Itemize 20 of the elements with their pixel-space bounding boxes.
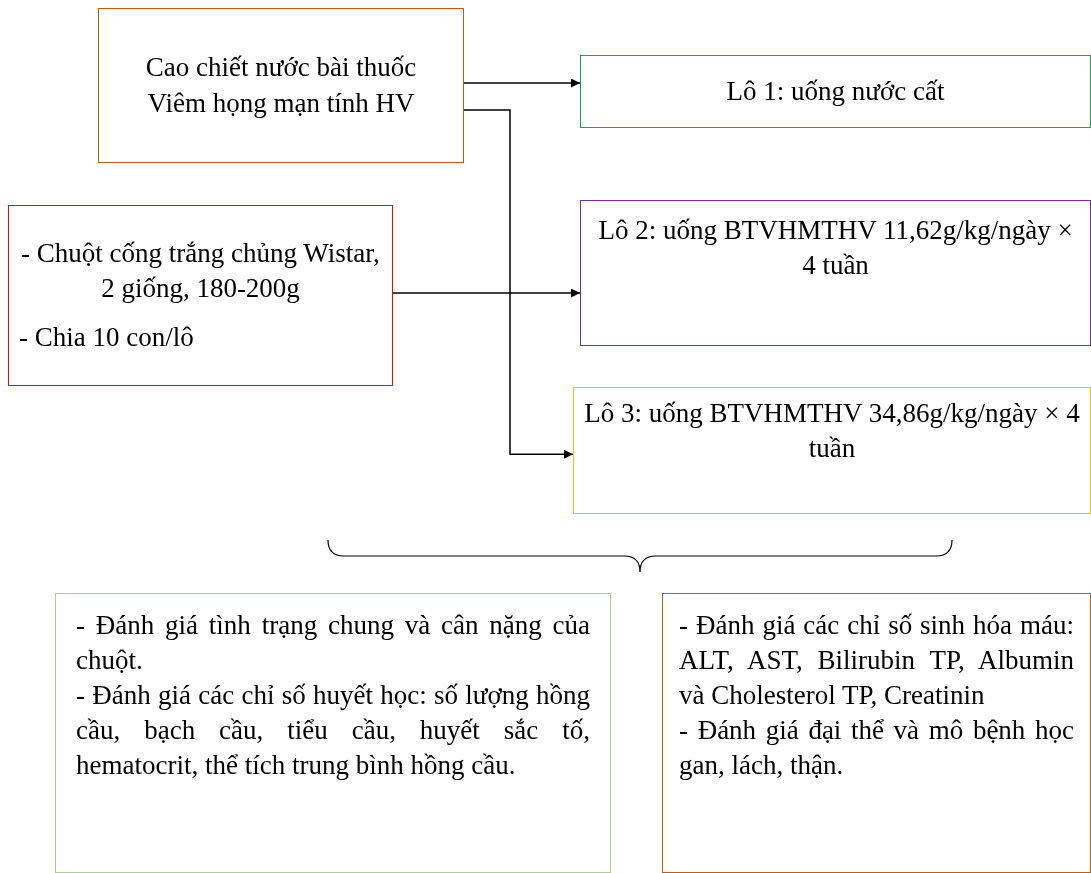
process-box <box>8 205 393 386</box>
box-text: Lô 3: uống BTVHMTHV 34,86g/kg/ngày × 4 tuần <box>584 397 1080 466</box>
arrow <box>392 288 581 298</box>
box-text: Cao chiết nước bài thuốc Viêm họng mạn tính HV <box>144 51 418 120</box>
process-box <box>98 8 464 163</box>
process-box <box>580 55 1091 128</box>
box-text: - Chia 10 con/lô <box>19 321 195 355</box>
arrow <box>463 109 574 459</box>
box-text: - Đánh giá các chỉ số sinh hóa máu: ALT, AST, Bilirubin TP, Albumin và Cholesterol TP, Creatinin <box>679 609 1074 713</box>
box-text: - Đánh giá đại thể và mô bệnh học gan, lách, thận. <box>679 714 1074 783</box>
box-text: Lô 2: uống BTVHMTHV 11,62g/kg/ngày × 4 tuần <box>597 214 1074 283</box>
box-text: - Chuột cống trắng chủng Wistar, 2 giống, 180-200g <box>20 236 381 305</box>
box-text: Lô 1: uống nước cất <box>725 74 946 108</box>
box-text: - Đánh giá tình trạng chung và cân nặng của chuột. <box>76 609 590 678</box>
process-box <box>580 200 1091 346</box>
process-box <box>662 593 1091 873</box>
process-box <box>55 593 611 873</box>
process-box <box>573 387 1091 514</box>
box-text: - Đánh giá các chỉ số huyết học: số lượng hồng cầu, bạch cầu, tiểu cầu, huyết sắc tố, hematocrit, thể tích trung bình hồng cầu. <box>76 679 590 783</box>
arrow <box>463 78 581 88</box>
